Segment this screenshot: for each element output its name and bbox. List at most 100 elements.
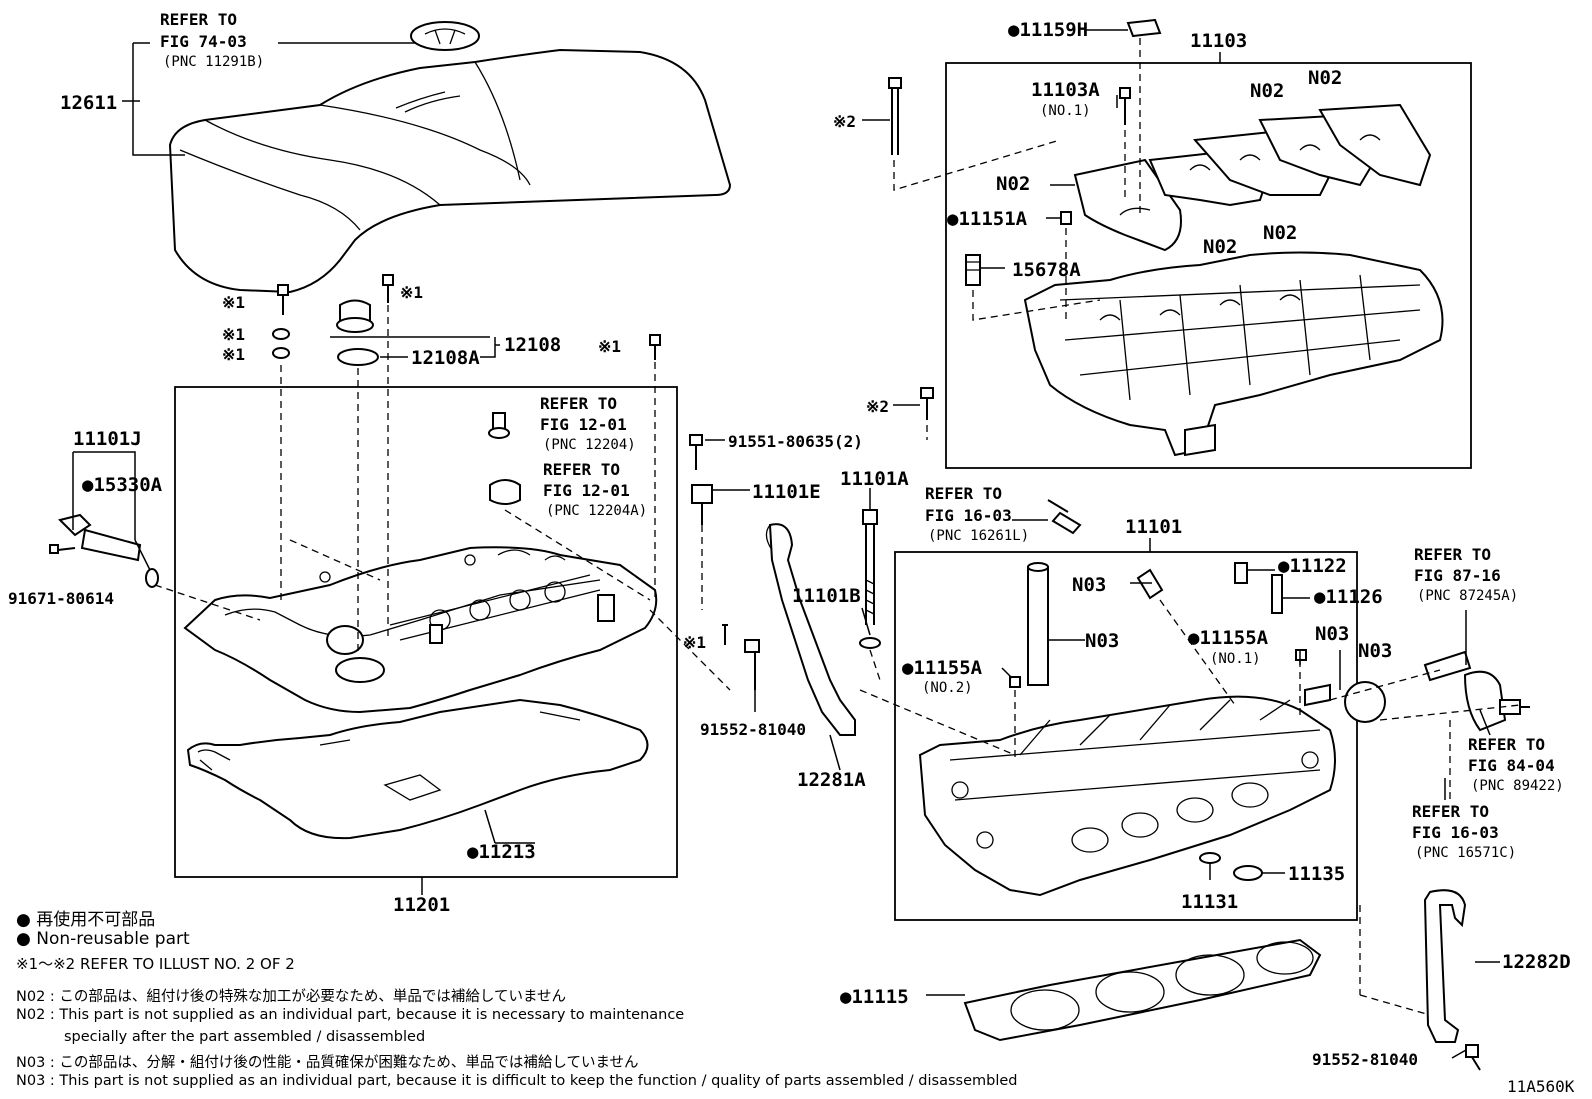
label-11101: 11101 [1125, 516, 1183, 538]
n02-label: N02 [1263, 222, 1298, 244]
star1-label: ※1 [222, 325, 246, 344]
label-11126: ●11126 [1314, 586, 1383, 608]
label-11155A-no1: ●11155A [1188, 627, 1269, 649]
label-91671-80614: 91671-80614 [8, 589, 114, 608]
refer-to-label: REFER TO [1414, 545, 1492, 564]
star2-label: ※2 [866, 397, 890, 416]
pnc-reference: (PNC 16261L) [928, 528, 1030, 544]
note-n03-jp: N03 : この部品は、分解・組付け後の性能・品質確保が困難なため、単品では補給… [16, 1055, 639, 1071]
n02-label: N02 [1308, 67, 1343, 89]
engine-hanger-12282D [1423, 889, 1481, 1071]
label-91551-80635: 91551-80635(2) [728, 432, 863, 451]
refer-to-label: REFER TO [543, 460, 621, 479]
part-number: 11126 [1325, 586, 1383, 608]
refer-to-label: REFER TO [1412, 802, 1490, 821]
engine-hanger-12281A [765, 523, 856, 736]
label-11103A: 11103A [1031, 79, 1100, 101]
camshaft-housing-drawing [1023, 251, 1444, 457]
label-11103: 11103 [1190, 30, 1248, 52]
label-11135: 11135 [1288, 863, 1346, 885]
label-91552-81040: 91552-81040 [700, 720, 806, 739]
label-11122: ●11122 [1278, 555, 1347, 577]
note-n03-en: N03 : This part is not supplied as an in… [16, 1073, 1018, 1089]
star2-label: ※2 [833, 112, 857, 131]
bolt-11101A [859, 509, 881, 649]
note-n02-jp: N02 : この部品は、組付け後の特殊な加工が必要なため、単品では補給していませ… [16, 989, 567, 1005]
part-number: 11122 [1289, 555, 1347, 577]
pnc-reference: (PNC 87245A) [1417, 588, 1519, 604]
part-number: 15330A [93, 474, 163, 496]
legend-jp-text: 再使用不可部品 [36, 910, 156, 930]
label-12611: 12611 [60, 92, 118, 114]
diagram-code: 11A560K [1507, 1077, 1575, 1096]
assembly-lines-top-right [893, 38, 1141, 440]
label-12108A: 12108A [411, 347, 480, 369]
refer-to-label: REFER TO [160, 10, 238, 29]
head-cover-gasket-drawing [186, 698, 649, 840]
label-12282D: 12282D [1502, 951, 1571, 973]
part-number: 11159H [1019, 19, 1089, 41]
n03-label: N03 [1315, 623, 1350, 645]
fig-reference: FIG 12-01 [543, 481, 630, 500]
fig-reference: FIG 16-03 [1412, 823, 1499, 842]
notes: N02 : この部品は、組付け後の特殊な加工が必要なため、単品では補給していませ… [16, 985, 1017, 1095]
fig-reference: FIG 87-16 [1414, 566, 1501, 585]
pnc-reference: (PNC 89422) [1471, 778, 1564, 794]
leader-lines [72, 29, 1500, 1059]
pnc-reference: (PNC 16571C) [1415, 845, 1517, 861]
label-11201: 11201 [393, 894, 451, 916]
star1-label: ※1 [400, 283, 424, 302]
label-15678A: 15678A [1012, 259, 1081, 281]
small-parts-top-right [888, 18, 1162, 420]
note-n02-en1: N02 : This part is not supplied as an in… [16, 1007, 685, 1023]
cylinder-head-cover-drawing [183, 546, 658, 714]
engine-cover-drawing [168, 21, 732, 294]
pnc-reference: (PNC 12204A) [546, 503, 648, 519]
label-11115: ●11115 [840, 986, 909, 1008]
assembly-lines-left [154, 305, 731, 691]
n02-label: N02 [1203, 236, 1238, 258]
label-11101A: 11101A [840, 468, 909, 490]
star1-label: ※1 [222, 293, 246, 312]
n03-label: N03 [1072, 574, 1107, 596]
star1-label: ※1 [222, 345, 246, 364]
no1-label: (NO.1) [1040, 103, 1091, 119]
small-parts-bottom-right [1009, 499, 1530, 881]
cam-bearing-caps [1073, 103, 1432, 252]
label-91552-81040: 91552-81040 [1312, 1050, 1418, 1069]
part-number: 11213 [478, 841, 536, 863]
legend-refer-illust: ※1～※2 REFER TO ILLUST NO. 2 OF 2 [16, 955, 295, 973]
legend-en-text: Non-reusable part [36, 929, 190, 949]
label-11159H: ●11159H [1008, 19, 1089, 41]
fig-reference: FIG 74-03 [160, 32, 247, 51]
label-11131: 11131 [1181, 891, 1239, 913]
n03-label: N03 [1358, 640, 1393, 662]
part-number: 11155A [913, 657, 983, 679]
label-12108: 12108 [504, 334, 562, 356]
refer-to-label: REFER TO [925, 484, 1003, 503]
no2-label: (NO.2) [922, 680, 973, 696]
fig-reference: FIG 12-01 [540, 415, 627, 434]
refer-to-label: REFER TO [540, 394, 618, 413]
legend-en: ● Non-reusable part [16, 929, 190, 949]
label-11101B: 11101B [792, 585, 861, 607]
label-11101E: 11101E [752, 481, 821, 503]
fig-reference: FIG 84-04 [1468, 756, 1555, 775]
n02-label: N02 [996, 173, 1031, 195]
fig-reference: FIG 16-03 [925, 506, 1012, 525]
label-11155A-no2: ●11155A [902, 657, 983, 679]
n03-label: N03 [1085, 630, 1120, 652]
part-number: 11155A [1199, 627, 1269, 649]
cylinder-head-box [894, 551, 1358, 921]
label-11213: ●11213 [467, 841, 536, 863]
note-n02-en2: specially after the part assembled / dis… [64, 1029, 426, 1045]
camshaft-housing-box [945, 62, 1472, 469]
small-fasteners-left [49, 274, 760, 690]
part-number: 11115 [851, 986, 909, 1008]
assembly-lines-bottom-right [859, 599, 1521, 1016]
label-11151A: ●11151A [947, 208, 1028, 230]
label-15330A: ●15330A [82, 474, 163, 496]
label-11101J: 11101J [73, 428, 142, 450]
part-number: 11151A [958, 208, 1028, 230]
